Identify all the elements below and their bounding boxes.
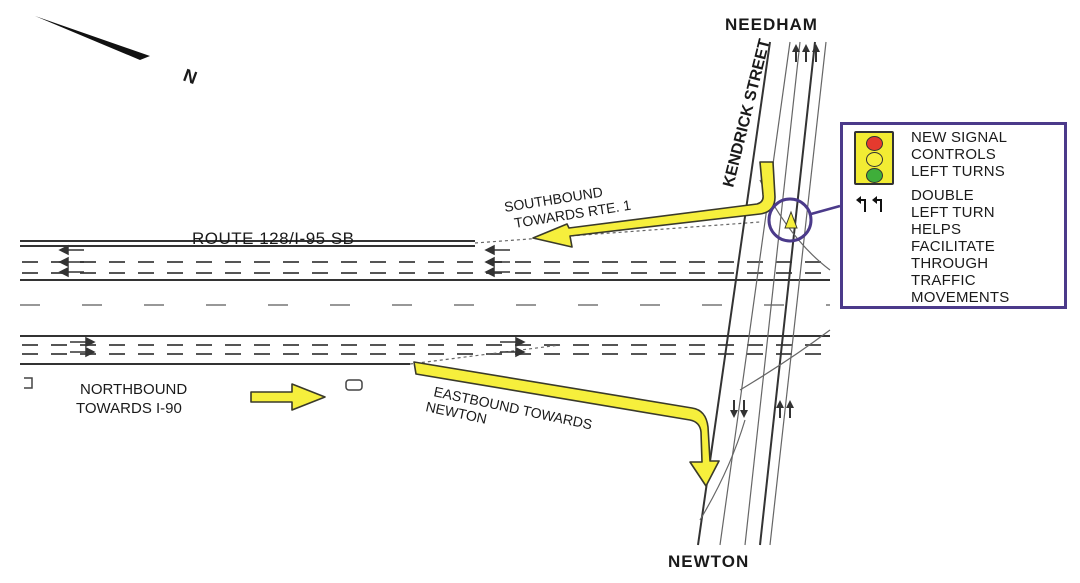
legend-double-left-line: FACILITATE xyxy=(911,238,995,255)
southbound-turn-arrow xyxy=(532,161,776,248)
ramp-markers xyxy=(24,377,363,391)
label-newton: NEWTON xyxy=(668,552,749,571)
route-label: ROUTE 128/I-95 SB xyxy=(192,229,355,248)
signal-red-lamp xyxy=(866,136,883,151)
double-left-arrow-marker xyxy=(784,210,798,229)
north-arrow-icon xyxy=(35,16,150,60)
legend-double-left-text: DOUBLE LEFT TURN HELPS FACILITATE THROUG… xyxy=(911,187,1009,306)
label-needham: NEEDHAM xyxy=(725,15,818,34)
legend-signal-line: LEFT TURNS xyxy=(911,163,1005,180)
northbound-label-line2: TOWARDS I-90 xyxy=(76,400,182,417)
legend-double-left-line: LEFT TURN xyxy=(911,204,995,221)
eastbound-turn-arrow xyxy=(413,361,720,487)
kendrick-street-roadway xyxy=(697,41,831,546)
kendrick-lane-arrows xyxy=(730,44,820,418)
route-128-southbound-lanes xyxy=(20,221,830,281)
legend-signal-text: NEW SIGNAL CONTROLS LEFT TURNS xyxy=(911,129,1007,180)
traffic-signal-icon xyxy=(854,131,894,185)
legend-double-left-line: DOUBLE xyxy=(911,187,974,204)
signal-location-circle xyxy=(767,197,813,243)
signal-green-lamp xyxy=(866,168,883,183)
legend-signal-line: CONTROLS xyxy=(911,146,996,163)
double-left-turn-icon xyxy=(856,196,882,212)
legend-box: NEW SIGNAL CONTROLS LEFT TURNS DOUBLE LE… xyxy=(840,122,1067,309)
legend-double-left-line: THROUGH xyxy=(911,255,989,272)
legend-double-left-line: HELPS xyxy=(911,221,962,238)
northbound-label-line1: NORTHBOUND xyxy=(80,381,187,398)
lane-arrow-markings xyxy=(58,244,526,358)
callout-leader-line xyxy=(810,204,841,216)
legend-signal-line: NEW SIGNAL xyxy=(911,129,1008,146)
legend-double-left-line: MOVEMENTS xyxy=(911,289,1010,306)
north-label: N xyxy=(181,65,200,88)
legend-double-left-line: TRAFFIC xyxy=(911,272,976,289)
northbound-arrow xyxy=(250,383,326,411)
route-128-northbound-lanes xyxy=(20,335,830,365)
signal-yellow-lamp xyxy=(866,152,883,167)
